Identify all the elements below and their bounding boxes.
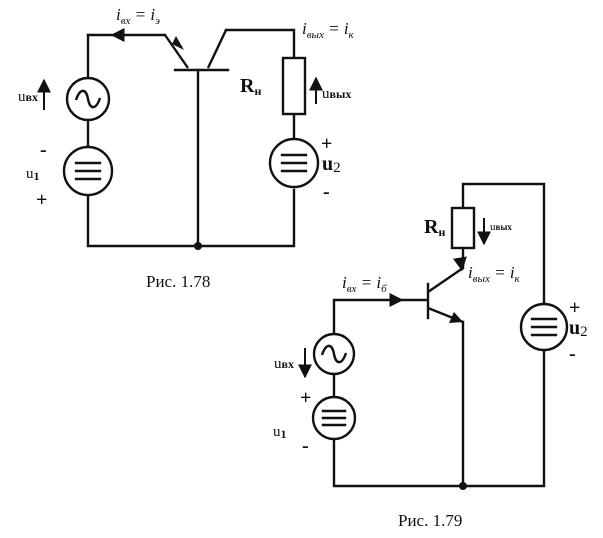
fig178-label-i-out: iвых = iк bbox=[302, 19, 355, 41]
fig178-dc-source-u1 bbox=[62, 145, 114, 197]
fig178-u1-battery-icon bbox=[74, 161, 102, 181]
fig178-ac-source bbox=[65, 76, 111, 122]
fig178-label-i-in: iвх = iэ bbox=[116, 5, 160, 27]
fig179-caption: Рис. 1.79 bbox=[398, 511, 462, 530]
fig179-label-u1: u1 bbox=[273, 424, 287, 441]
fig179-label-u2: u2 bbox=[569, 317, 588, 340]
figure-1-78: iвх = iэ iвых = iк uвх - u1 + Rн uвых + … bbox=[18, 5, 355, 291]
fig179-dc-source-u2 bbox=[519, 302, 569, 352]
fig179-minus-u1: - bbox=[302, 435, 309, 457]
fig179-label-u-out: uвых bbox=[490, 221, 512, 233]
fig179-emitter-arrow bbox=[449, 312, 463, 323]
fig179-label-i-out: iвых = iк bbox=[468, 263, 521, 285]
fig178-label-u1: u1 bbox=[26, 166, 40, 183]
fig178-junction bbox=[194, 242, 202, 250]
fig178-plus-u1: + bbox=[36, 189, 47, 211]
fig179-dc-source-u1 bbox=[311, 395, 357, 441]
fig178-sine-icon bbox=[74, 89, 102, 109]
fig178-label-u-out: uвых bbox=[322, 86, 351, 102]
fig179-label-i-in: iвх = iб bbox=[342, 273, 387, 295]
fig179-sine-icon bbox=[320, 344, 348, 364]
fig178-emitter-arrow bbox=[172, 36, 184, 50]
fig179-plus-u1: + bbox=[300, 387, 311, 409]
fig179-junction bbox=[459, 482, 467, 490]
figure-1-79: iвх = iб iвых = iк Rн uвых uвх + u1 - + … bbox=[273, 182, 588, 530]
fig178-label-u2: u2 bbox=[322, 153, 341, 176]
fig178-label-u-in: uвх bbox=[18, 89, 38, 105]
fig179-u1-battery-icon bbox=[321, 409, 347, 427]
fig179-ac-source bbox=[312, 332, 356, 376]
fig179-label-u-in: uвх bbox=[274, 356, 294, 372]
fig178-minus-u2: - bbox=[323, 181, 330, 203]
fig179-plus-u2: + bbox=[569, 297, 580, 319]
fig178-wire-bottom bbox=[86, 188, 296, 248]
fig178-wire-top-right bbox=[224, 28, 296, 60]
fig178-wires bbox=[86, 28, 296, 250]
fig178-resistor-rn bbox=[281, 56, 307, 116]
fig178-dc-source-u2 bbox=[268, 137, 320, 189]
fig179-collector bbox=[427, 267, 464, 293]
fig179-minus-u2: - bbox=[569, 343, 576, 365]
fig179-label-rn: Rн bbox=[424, 216, 445, 239]
fig178-collector bbox=[206, 29, 228, 69]
fig179-arrow-i-out bbox=[453, 256, 467, 272]
fig178-plus-u2: + bbox=[321, 133, 332, 155]
fig178-caption: Рис. 1.78 bbox=[146, 272, 210, 291]
fig178-minus-u1: - bbox=[40, 139, 47, 161]
fig179-wire-left-top bbox=[332, 298, 428, 336]
fig179-resistor-rn bbox=[450, 206, 476, 250]
fig179-transistor bbox=[426, 267, 464, 324]
fig178-transistor bbox=[164, 29, 230, 72]
fig178-label-rn: Rн bbox=[240, 75, 261, 98]
fig179-u2-battery-icon bbox=[530, 317, 558, 337]
fig178-u2-battery-icon bbox=[280, 153, 308, 173]
fig179-wire-bottom bbox=[332, 348, 546, 488]
fig178-emitter bbox=[164, 34, 189, 69]
